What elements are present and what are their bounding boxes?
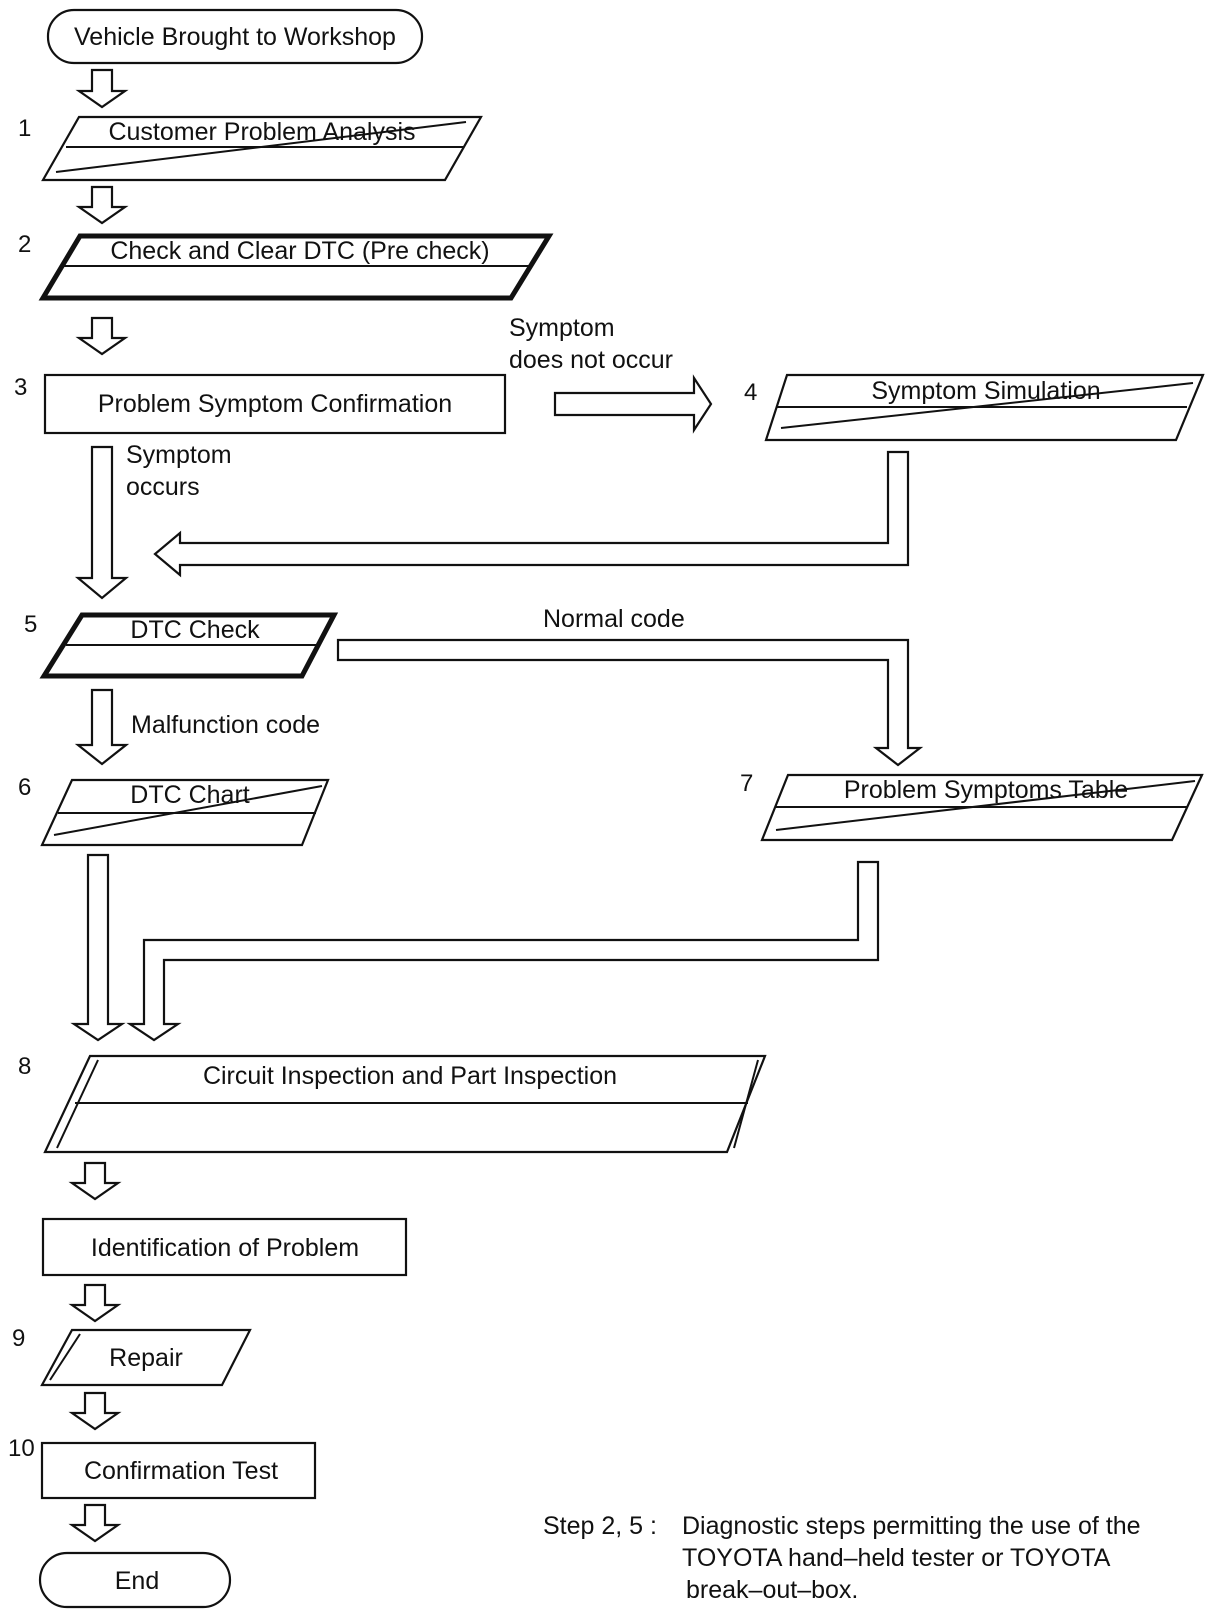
start-label: Vehicle Brought to Workshop <box>74 23 396 51</box>
step-6-number: 6 <box>18 774 31 801</box>
flow-arrow-identification-to-9 <box>68 1283 122 1323</box>
footnote-prefix: Step 2, 5 : <box>543 1512 657 1540</box>
footnote-line1: Diagnostic steps permitting the use of t… <box>682 1512 1141 1540</box>
footnote: Step 2, 5 : Diagnostic steps permitting … <box>543 1512 1141 1604</box>
step-3-node: 3 Problem Symptom Confirmation <box>14 373 507 435</box>
end-node: End <box>38 1551 232 1609</box>
step-1-number: 1 <box>18 115 31 142</box>
flow-arrow-5-to-6 <box>74 688 130 766</box>
step-9-number: 9 <box>12 1325 25 1352</box>
start-node: Vehicle Brought to Workshop <box>46 8 424 65</box>
step-4-label: Symptom Simulation <box>871 377 1100 405</box>
end-label: End <box>115 1567 159 1595</box>
flow-arrow-8-to-identification <box>68 1161 122 1201</box>
step-2-label: Check and Clear DTC (Pre check) <box>110 237 489 265</box>
step-7-node: 7 Problem Symptoms Table <box>740 770 1204 842</box>
edge-label-not-occur-line1: Symptom <box>509 314 615 342</box>
identification-label: Identification of Problem <box>91 1234 359 1262</box>
step-8-number: 8 <box>18 1053 31 1080</box>
flow-arrow-7-to-8 <box>126 860 880 1042</box>
step-7-label: Problem Symptoms Table <box>844 776 1128 804</box>
step-4-number: 4 <box>744 379 757 406</box>
step-1-label: Customer Problem Analysis <box>108 118 415 146</box>
step-6-label: DTC Chart <box>130 781 250 809</box>
step-9-label: Repair <box>109 1344 183 1372</box>
step-2-number: 2 <box>18 231 31 258</box>
step-2-node: 2 Check and Clear DTC (Pre check) <box>18 231 554 301</box>
flow-arrow-5-to-7 <box>336 638 924 767</box>
step-6-node: 6 DTC Chart <box>18 774 330 847</box>
flow-arrow-2-to-3 <box>75 316 129 356</box>
step-5-number: 5 <box>24 611 37 638</box>
step-8-label: Circuit Inspection and Part Inspection <box>203 1062 617 1090</box>
step-3-label: Problem Symptom Confirmation <box>98 390 452 418</box>
step-7-number: 7 <box>740 770 753 797</box>
step-4-node: 4 Symptom Simulation <box>744 373 1205 442</box>
step-9-node: 9 Repair <box>12 1325 252 1387</box>
flow-arrow-3-to-4 <box>553 374 713 434</box>
step-10-node: 10 Confirmation Test <box>8 1435 317 1500</box>
flow-arrow-3-to-5 <box>74 445 130 600</box>
edge-label-malfunction-code: Malfunction code <box>131 711 320 739</box>
flow-arrow-start-to-1 <box>75 68 129 109</box>
identification-node: Identification of Problem <box>41 1217 408 1277</box>
edge-label-not-occur-line2: does not occur <box>509 346 673 374</box>
step-10-label: Confirmation Test <box>84 1457 278 1485</box>
step-10-number: 10 <box>8 1435 35 1462</box>
flow-arrow-6-to-8 <box>70 853 126 1042</box>
step-8-node: 8 Circuit Inspection and Part Inspection <box>18 1053 767 1154</box>
flow-arrow-9-to-10 <box>68 1391 122 1431</box>
flow-arrow-1-to-2 <box>75 185 129 225</box>
flow-arrow-4-return <box>153 450 910 578</box>
flow-arrow-10-to-end <box>68 1503 122 1543</box>
step-1-node: 1 Customer Problem Analysis <box>18 115 483 182</box>
step-3-number: 3 <box>14 374 27 401</box>
edge-label-occurs-line1: Symptom <box>126 441 232 469</box>
step-5-node: 5 DTC Check <box>24 611 339 679</box>
edge-label-normal-code: Normal code <box>543 605 685 633</box>
footnote-line3: break–out–box. <box>686 1576 858 1604</box>
step-5-label: DTC Check <box>130 616 260 644</box>
footnote-line2: TOYOTA hand–held tester or TOYOTA <box>682 1544 1111 1572</box>
edge-label-occurs-line2: occurs <box>126 473 200 501</box>
